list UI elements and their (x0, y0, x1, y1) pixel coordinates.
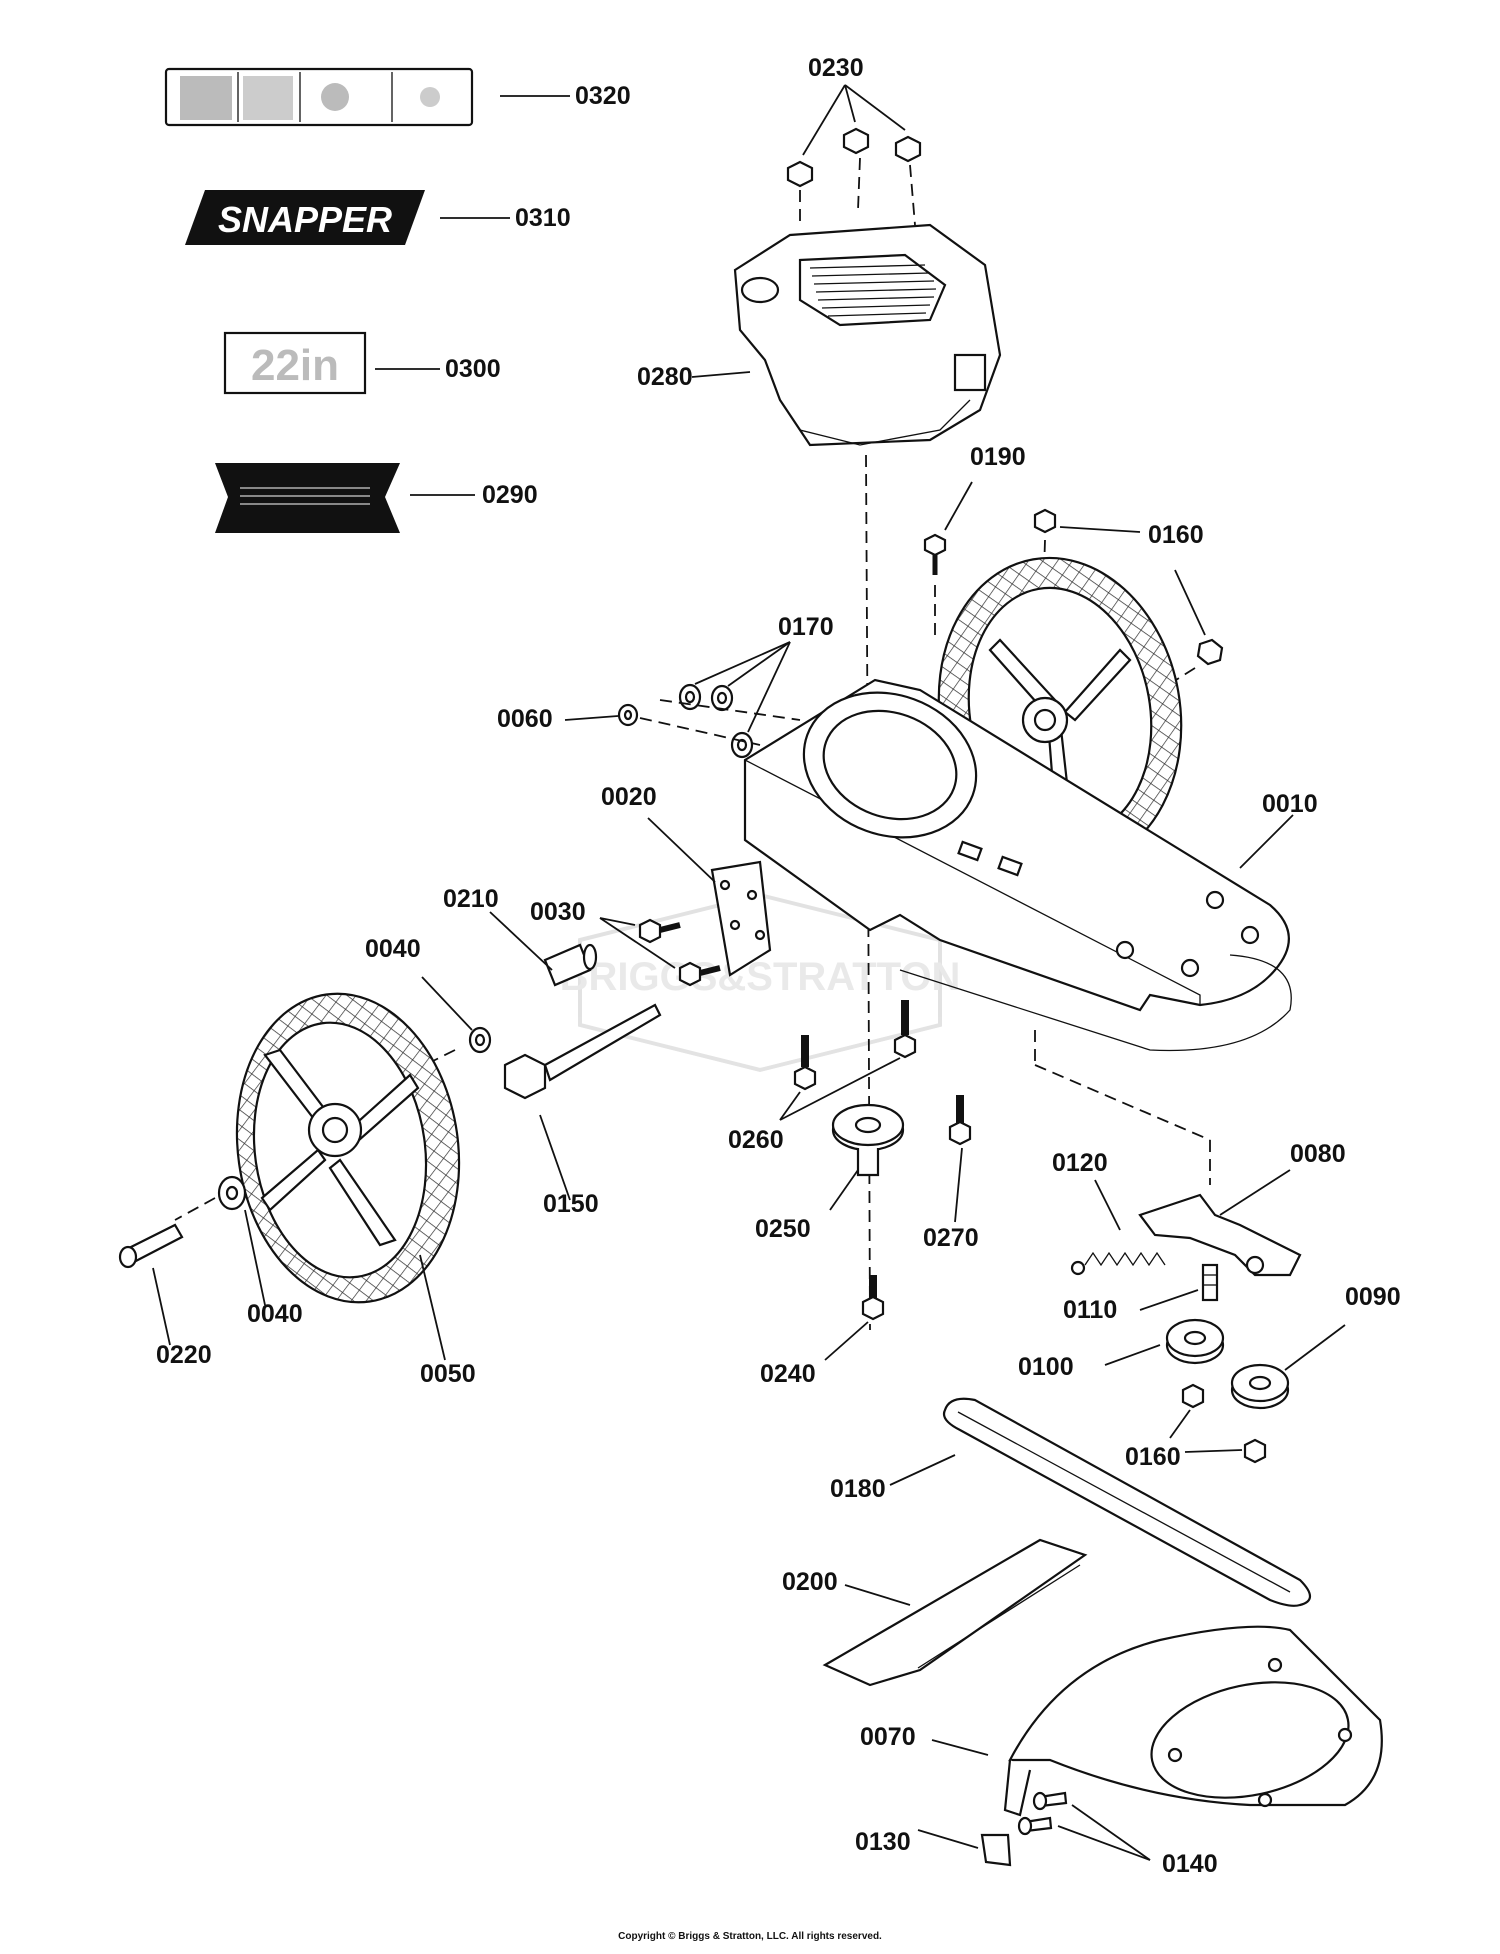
bolt-0270 (948, 1095, 972, 1146)
bracket-plate-0020 (710, 860, 772, 977)
callout-0250: 0250 (755, 1215, 811, 1243)
pulley-0250 (831, 1103, 905, 1177)
bolt-0260 (793, 1000, 917, 1091)
callout-0170: 0170 (778, 613, 834, 641)
blade-cover-0070 (1003, 1625, 1383, 1817)
callout-0220: 0220 (156, 1341, 212, 1369)
washer-0060 (617, 703, 639, 727)
nut-0160-top (1033, 508, 1057, 534)
callout-0230: 0230 (808, 54, 864, 82)
axle-bolt-0150 (503, 1003, 662, 1100)
spacer-0170 (678, 683, 754, 759)
shield-0200 (822, 1538, 1088, 1687)
copyright-notice: Copyright © Briggs & Stratton, LLC. All … (618, 1931, 882, 1942)
callout-0030: 0030 (530, 898, 586, 926)
idler-pulley-0100 (1165, 1318, 1225, 1365)
callout-0110: 0110 (1063, 1296, 1117, 1324)
callout-0140: 0140 (1162, 1850, 1218, 1878)
callout-0050: 0050 (420, 1360, 476, 1388)
instruction-decal-0320 (164, 67, 474, 127)
sleeve-0210 (543, 943, 598, 987)
callout-0080: 0080 (1290, 1140, 1346, 1168)
callout-0100: 0100 (1018, 1353, 1074, 1381)
callout-0040-upper: 0040 (365, 935, 421, 963)
callout-0040-lower: 0040 (247, 1300, 303, 1328)
callout-0010: 0010 (1262, 790, 1318, 818)
warning-decal-0290 (215, 463, 400, 533)
bolt-0240 (861, 1275, 885, 1321)
bolt-0110 (1201, 1263, 1219, 1302)
callout-0020: 0020 (601, 783, 657, 811)
callout-0240: 0240 (760, 1360, 816, 1388)
callout-0200: 0200 (782, 1568, 838, 1596)
callout-0060: 0060 (497, 705, 553, 733)
bolt-0030 (638, 918, 721, 987)
callout-0290: 0290 (482, 481, 538, 509)
callout-0090: 0090 (1345, 1283, 1401, 1311)
watermark: BRIGGS&STRATTON (560, 892, 961, 1073)
callout-0120: 0120 (1052, 1149, 1108, 1177)
callout-0190: 0190 (970, 443, 1026, 471)
deck-0010 (743, 678, 1292, 1052)
nut-0160-right (1196, 638, 1224, 666)
callout-0270: 0270 (923, 1224, 979, 1252)
nut-0160-lower (1181, 1383, 1267, 1464)
callout-0310: 0310 (515, 204, 571, 232)
pulley-0090 (1230, 1363, 1290, 1410)
idler-bracket-0080 (1138, 1193, 1302, 1277)
bolt-0140 (1017, 1791, 1068, 1836)
svg-text:BRIGGS&STRATTON: BRIGGS&STRATTON (560, 955, 961, 999)
clip-0130 (980, 1833, 1012, 1867)
svg-text:22in: 22in (251, 341, 339, 390)
snapper-logo-0310: SNAPPER (185, 190, 425, 245)
washer-0040-upper (468, 1026, 492, 1054)
bolt-0220 (118, 1223, 184, 1269)
callout-0280: 0280 (637, 363, 693, 391)
callout-0180: 0180 (830, 1475, 886, 1503)
belt-0180 (942, 1397, 1312, 1607)
callout-0070: 0070 (860, 1723, 916, 1751)
engine-nut-0230 (786, 127, 922, 188)
engine-0280 (733, 223, 1002, 447)
callout-0260: 0260 (728, 1126, 784, 1154)
callout-0210: 0210 (443, 885, 499, 913)
callout-0150: 0150 (543, 1190, 599, 1218)
callout-0160-lower: 0160 (1125, 1443, 1181, 1471)
wheel-0050 (235, 992, 461, 1304)
spring-0120 (1070, 1251, 1166, 1276)
callout-0160-top: 0160 (1148, 521, 1204, 549)
bolt-0190 (923, 533, 947, 575)
svg-text:SNAPPER: SNAPPER (218, 199, 392, 240)
washer-0040-lower (217, 1175, 247, 1211)
size-decal-0300: 22in (223, 331, 367, 395)
callout-0130: 0130 (855, 1828, 911, 1856)
callout-0320: 0320 (575, 82, 631, 110)
callout-0300: 0300 (445, 355, 501, 383)
